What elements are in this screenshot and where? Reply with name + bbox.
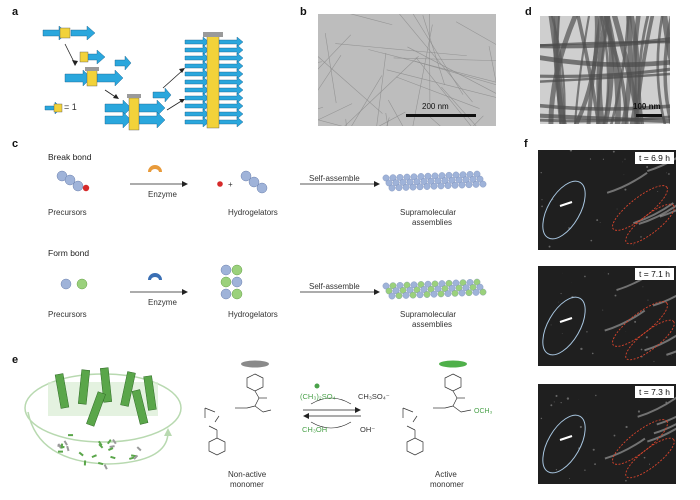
panel-label-f: f (524, 138, 528, 150)
precursors-label-form: Precursors (48, 310, 87, 319)
green-disc-icon (439, 360, 467, 368)
hydrogelator-chain-break (240, 170, 268, 194)
break-bond-title: Break bond (48, 152, 92, 162)
time-label-2: t = 7.1 h (635, 268, 674, 280)
panel-label-d: d (525, 6, 532, 18)
supramolecular-label-break-2: assemblies (412, 218, 453, 227)
reagent-top-label: (CH₃)₂SO₄ (300, 392, 336, 401)
time-label-1: t = 6.9 h (635, 152, 674, 164)
supramolecular-assembly-break (382, 170, 487, 192)
nonactive-structure (204, 373, 272, 456)
panel-b-micrograph: 200 nm (318, 14, 496, 126)
form-bond-title: Form bond (48, 248, 90, 258)
supramolecular-assembly-form (382, 278, 487, 300)
precursor-chain-break (56, 170, 90, 192)
panel-label-c: c (12, 138, 19, 150)
precursor-pair-form (60, 278, 88, 290)
panel-b-scalebar (406, 114, 476, 117)
panel-c-scheme (56, 165, 487, 300)
time-label-3: t = 7.3 h (635, 386, 674, 398)
supramolecular-label-form-1: Supramolecular (400, 310, 457, 319)
panel-a-legend-text: = 1 (64, 102, 77, 112)
panel-d-micrograph: 100 nm (540, 16, 670, 124)
hydrogelators-label-form: Hydrogelators (228, 310, 278, 319)
methyl-ester-label: OCH₃ (474, 408, 493, 415)
panel-label-e: e (12, 354, 19, 366)
reagent-bottom-right-label: OH⁻ (360, 425, 376, 434)
enzyme-label-break: Enzyme (148, 190, 177, 199)
panel-d-scale-label: 100 nm (633, 102, 661, 111)
supramolecular-label-break-1: Supramolecular (400, 208, 457, 217)
panel-f-frame-2: t = 7.1 h (538, 266, 676, 366)
fibril-stack (184, 32, 244, 129)
stack-small (104, 87, 172, 131)
hydrogelators-label-break: Hydrogelators (228, 208, 278, 217)
panel-label-b: b (300, 6, 307, 18)
unit-molecule-2 (79, 49, 106, 65)
enzyme-label-form: Enzyme (148, 298, 177, 307)
panel-a-illustration (42, 25, 244, 131)
active-structure (402, 373, 472, 456)
grey-disc-icon (241, 360, 269, 368)
legend-unit-icon (44, 101, 63, 115)
enzyme-orange-icon (148, 165, 162, 172)
enzyme-blue-icon (148, 273, 162, 280)
nonactive-label-1: Non-active (228, 470, 267, 479)
panel-e-chemistry (204, 360, 472, 456)
panel-f-frame-1: t = 6.9 h (538, 150, 676, 250)
plus-sign: + (228, 180, 233, 189)
panel-f-frame-3: t = 7.3 h (538, 384, 676, 484)
dimer-molecule (64, 55, 132, 87)
active-label-2: monomer (430, 480, 464, 489)
hydrogelator-stack-form (220, 264, 243, 300)
supramolecular-label-form-2: assemblies (412, 320, 453, 329)
active-label-1: Active (435, 470, 457, 479)
panel-d-scalebar (636, 114, 662, 117)
precursors-label-break: Precursors (48, 208, 87, 217)
panel-label-a: a (12, 6, 19, 18)
panel-e-cycle-illustration (24, 367, 182, 470)
unit-molecule-1 (42, 25, 96, 41)
self-assemble-label-form: Self-assemble (309, 282, 360, 291)
reagent-top-right-label: CH₃SO₄⁻ (358, 392, 390, 401)
reagent-bottom-left-label: CH₃OH (302, 425, 328, 434)
self-assemble-label-break: Self-assemble (309, 174, 360, 183)
panel-b-scale-label: 200 nm (422, 102, 449, 111)
nonactive-label-2: monomer (230, 480, 264, 489)
